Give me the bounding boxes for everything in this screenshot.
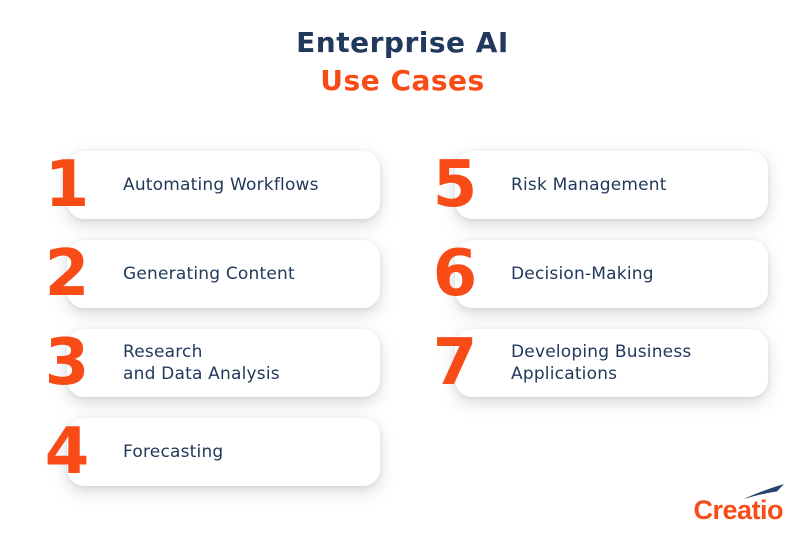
page-header: Enterprise AI Use Cases — [0, 24, 805, 100]
use-case-card-2: 2 Generating Content — [45, 240, 380, 308]
use-case-number-5: 5 — [432, 148, 478, 222]
use-case-number-2: 2 — [44, 237, 90, 311]
use-case-card-3: 3 Research and Data Analysis — [45, 329, 380, 397]
use-case-number-6: 6 — [432, 237, 478, 311]
page-subtitle: Use Cases — [320, 64, 485, 97]
use-case-card-4: 4 Forecasting — [45, 418, 380, 486]
creatio-wordmark: Creatio — [693, 495, 783, 525]
use-cases-column-right: 5 Risk Management 6 Decision-Making 7 De… — [433, 151, 768, 397]
use-case-number-3: 3 — [44, 326, 90, 400]
page-title: Enterprise AI — [296, 26, 509, 59]
use-case-label-2: Generating Content — [123, 263, 295, 284]
use-case-label-5: Risk Management — [511, 174, 667, 195]
creatio-logo: Creatio — [693, 484, 784, 525]
use-case-card-1: 1 Automating Workflows — [45, 151, 380, 219]
use-case-label-6: Decision-Making — [511, 263, 654, 284]
use-case-card-7: 7 Developing Business Applications — [433, 329, 768, 397]
use-case-label-3: Research and Data Analysis — [123, 341, 280, 384]
paper-plane-icon — [744, 484, 784, 499]
use-case-card-5: 5 Risk Management — [433, 151, 768, 219]
use-cases-column-left: 1 Automating Workflows 2 Generating Cont… — [45, 151, 380, 486]
use-case-label-7: Developing Business Applications — [511, 341, 692, 384]
use-case-card-6: 6 Decision-Making — [433, 240, 768, 308]
use-case-label-1: Automating Workflows — [123, 174, 319, 195]
use-case-label-4: Forecasting — [123, 441, 224, 462]
use-case-number-7: 7 — [432, 326, 478, 400]
use-case-number-1: 1 — [44, 148, 90, 222]
use-case-number-4: 4 — [44, 415, 90, 489]
